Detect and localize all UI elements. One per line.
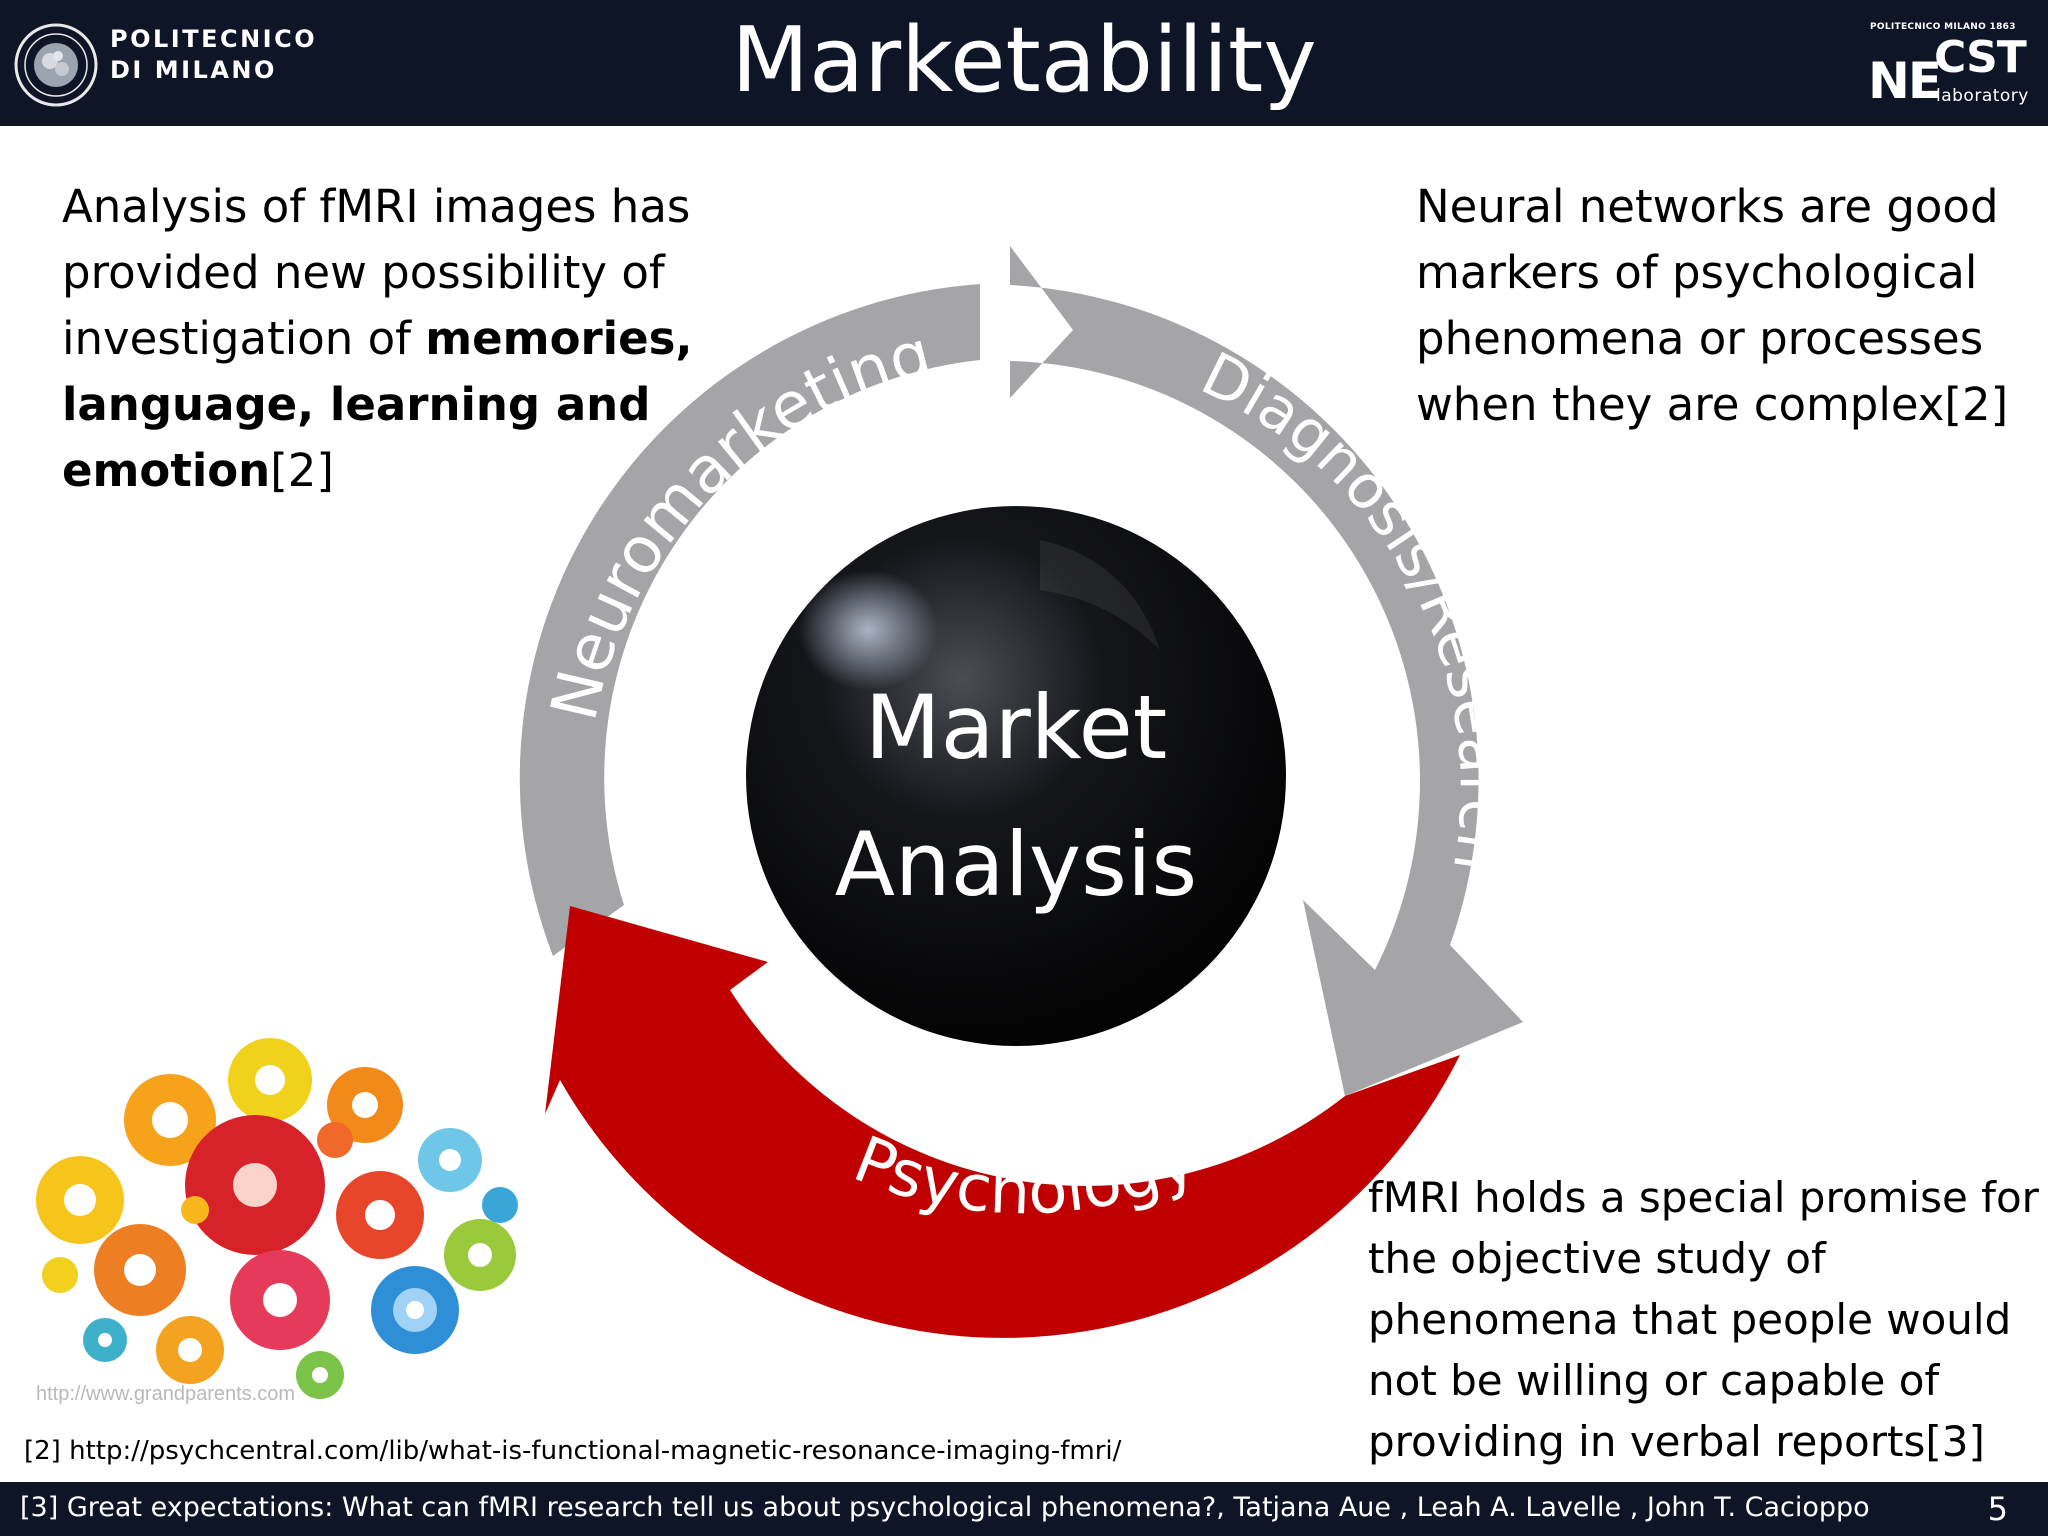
- sphere-highlight: [798, 570, 938, 690]
- footer-bar: [3] Great expectations: What can fMRI re…: [0, 1482, 2048, 1536]
- necst-logo-sub: laboratory: [1936, 86, 2029, 106]
- necst-logo-top-text: POLITECNICO MILANO 1863: [1870, 22, 2016, 32]
- institution-line-1: POLITECNICO: [110, 25, 318, 53]
- left-text-intro: Analysis of fMRI images has provided new…: [62, 180, 691, 365]
- gray-ring-arrow: [519, 246, 1523, 1096]
- left-text-block: Analysis of fMRI images has provided new…: [62, 174, 762, 504]
- gear-cluster: [36, 1038, 518, 1399]
- bottom-right-text-block: fMRI holds a special promise for the obj…: [1368, 1173, 2039, 1466]
- center-label-market: Market: [865, 676, 1168, 779]
- politecnico-seal-logo: [14, 23, 98, 107]
- necst-lab-logo: POLITECNICO MILANO 1863 NE CST laborator…: [1866, 20, 2029, 110]
- institution-name: POLITECNICO DI MILANO: [110, 24, 317, 86]
- header-bar: POLITECNICO DI MILANO Marketability POLI…: [0, 0, 2048, 126]
- sphere-sheen: [1040, 540, 1160, 650]
- reference-3: [3] Great expectations: What can fMRI re…: [20, 1492, 1870, 1523]
- gear-brain-image: [36, 1038, 518, 1399]
- reference-2: [2] http://psychcentral.com/lib/what-is-…: [24, 1436, 1122, 1466]
- image-credit: http://www.grandparents.com: [36, 1383, 296, 1405]
- left-text-ref: [2]: [270, 444, 334, 497]
- necst-logo-ne: NE: [1868, 52, 1942, 110]
- right-text-block: Neural networks are good markers of psyc…: [1416, 180, 2009, 431]
- page-number: 5: [1987, 1490, 2008, 1528]
- center-label-analysis: Analysis: [835, 813, 1198, 916]
- necst-logo-cst: CST: [1934, 32, 2027, 83]
- institution-line-2: DI MILANO: [110, 56, 277, 84]
- red-ring-arrow: [545, 906, 1460, 1338]
- left-text-bold: memories, language, learning and emotion: [62, 312, 693, 497]
- slide-title: Marketability: [731, 8, 1317, 113]
